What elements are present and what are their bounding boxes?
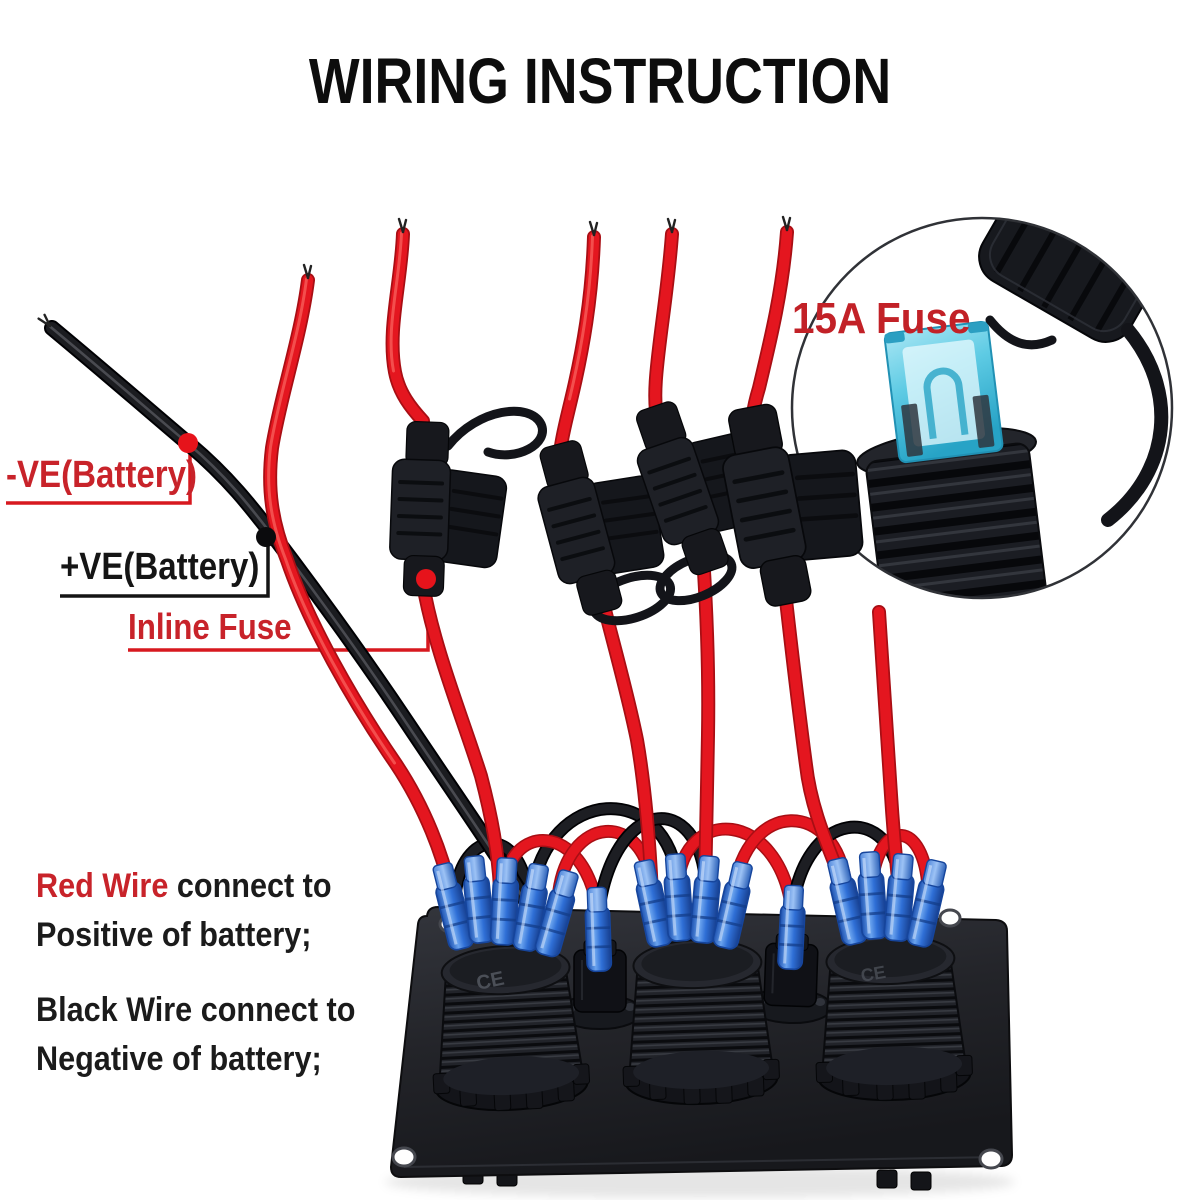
red-feed-wire-4 xyxy=(746,215,852,899)
instruction-text-block: Red Wire connect to Positive of battery;… xyxy=(36,862,391,1084)
power-socket-back-3 xyxy=(810,932,975,1104)
marker-dot-negative xyxy=(178,433,198,453)
leader-line-positive xyxy=(60,542,270,598)
red-wire-rest: connect to xyxy=(168,867,332,905)
marker-dot-positive xyxy=(256,527,276,547)
mounting-hole xyxy=(978,1148,1004,1170)
label-fuse-rating: 15A Fuse xyxy=(792,294,971,343)
red-feed-wire-3 xyxy=(648,217,716,897)
inset-cap-hinge xyxy=(985,315,1057,350)
red-positive-wire xyxy=(263,263,459,905)
spade-terminal xyxy=(776,883,808,972)
mounting-hole xyxy=(391,1146,417,1168)
power-socket-back-2 xyxy=(617,936,782,1108)
mounting-hole xyxy=(938,908,962,928)
red-wire-term: Red Wire xyxy=(36,867,169,905)
marker-dot-inline-fuse xyxy=(416,569,436,589)
spade-terminal xyxy=(660,851,696,944)
socket-ce-marking: CE xyxy=(859,962,887,986)
black-wire-line2: Negative of battery; xyxy=(36,1040,322,1078)
page-title: WIRING INSTRUCTION xyxy=(308,45,892,117)
inset-cap-strap xyxy=(1101,323,1169,527)
spade-terminal xyxy=(582,885,614,974)
label-inline-fuse: Inline Fuse xyxy=(128,606,292,647)
red-wire-line2: Positive of battery; xyxy=(36,916,312,954)
red-feed-wire-1 xyxy=(385,217,507,895)
label-negative-battery: -VE(Battery) xyxy=(6,454,198,496)
instruction-red-wire-line: Red Wire connect to Positive of battery; xyxy=(36,862,355,960)
instruction-black-wire-line: Black Wire connect to Negative of batter… xyxy=(36,986,355,1084)
fuse-inset-circle xyxy=(790,216,1174,600)
black-wire-line1: Black Wire connect to xyxy=(36,991,356,1029)
inset-blade-fuse xyxy=(883,320,1004,464)
power-socket-back-1 xyxy=(425,940,592,1115)
red-feed-wire-2 xyxy=(554,220,659,903)
spade-terminal xyxy=(854,849,890,942)
leader-line-negative xyxy=(6,447,192,505)
fuse-cap-strap xyxy=(443,406,547,460)
label-positive-battery: +VE(Battery) xyxy=(60,546,260,588)
